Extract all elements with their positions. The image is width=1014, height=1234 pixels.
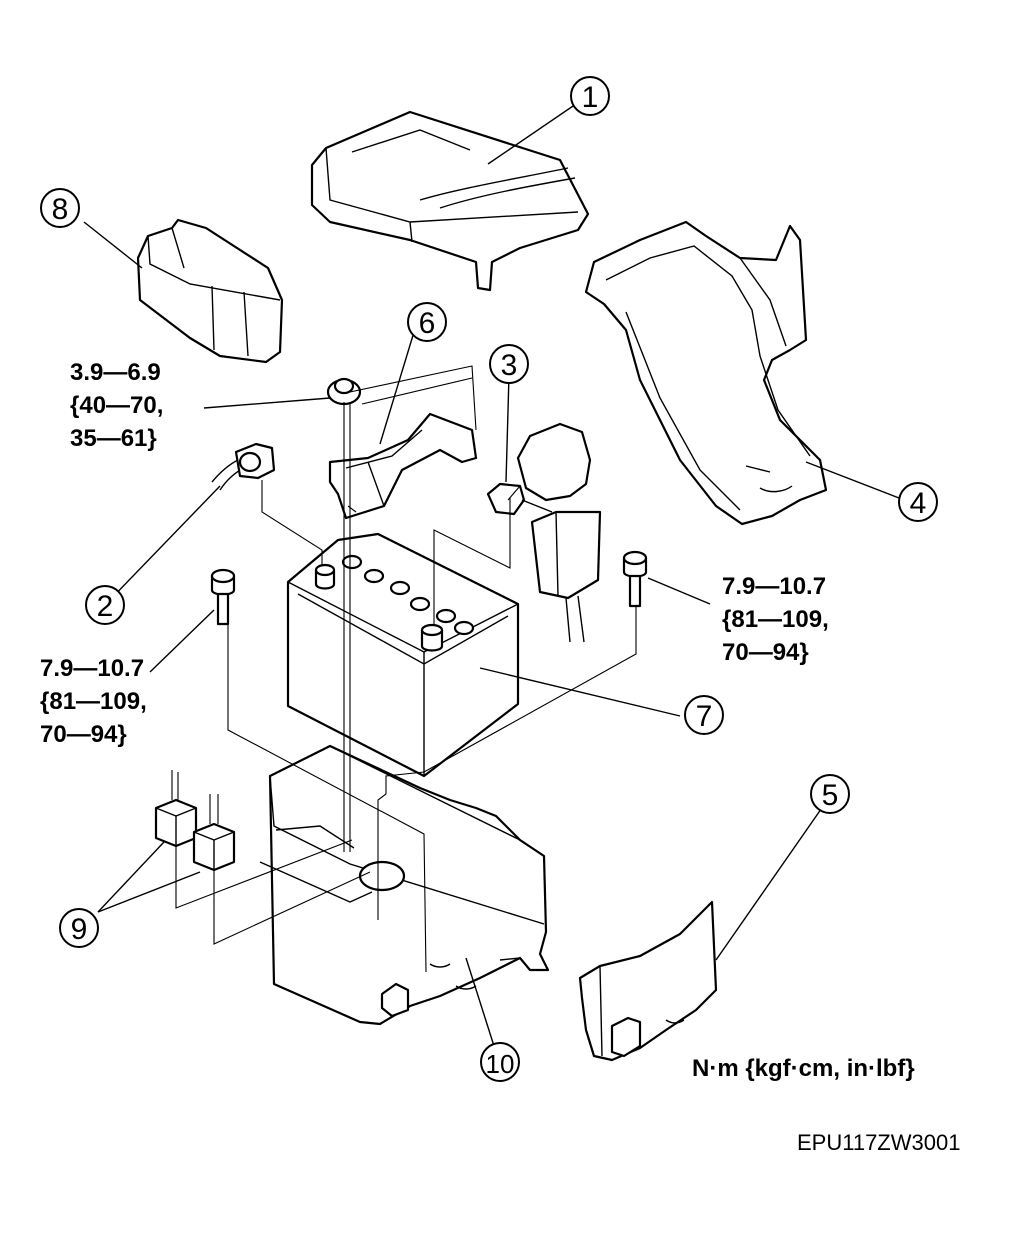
- torque-spec-bolt-right: 7.9—10.7 {81—109, 70—94}: [722, 570, 829, 669]
- battery-part: [286, 532, 520, 778]
- torque-bolt-left-line2: {81—109,: [40, 688, 147, 715]
- svg-text:8: 8: [52, 193, 69, 226]
- bolt-right: [622, 550, 648, 608]
- battery-cover-part: [310, 110, 590, 292]
- callout-4: 4: [898, 482, 938, 522]
- relays-part: [154, 770, 236, 872]
- svg-text:5: 5: [822, 779, 839, 812]
- terminal-cover-part: [136, 218, 284, 364]
- callout-3: 3: [489, 344, 529, 384]
- torque-bolt-right-line2: {81—109,: [722, 606, 829, 633]
- callout-5: 5: [810, 774, 850, 814]
- svg-text:9: 9: [71, 913, 88, 946]
- torque-nut-line2: {40—70,: [70, 392, 164, 419]
- negative-cable-part: [211, 442, 276, 491]
- svg-text:1: 1: [582, 81, 599, 114]
- leader-lines: [83, 103, 900, 1047]
- battery-clamp-part: [328, 412, 478, 520]
- torque-nut-line1: 3.9—6.9: [70, 359, 161, 386]
- assembly-lines: [175, 365, 637, 973]
- torque-bolt-left-line1: 7.9—10.7: [40, 655, 145, 682]
- torque-bolt-right-line1: 7.9—10.7: [722, 573, 827, 600]
- callout-6: 6: [407, 302, 447, 342]
- torque-bolt-right-line3: 70—94}: [722, 639, 809, 666]
- callout-7: 7: [684, 695, 724, 735]
- callout-10: 10: [480, 1042, 520, 1082]
- positive-cable-part: [486, 422, 602, 643]
- units-legend: N·m {kgf·cm, in·lbf}: [692, 1055, 915, 1082]
- figure-code: EPU117ZW3001: [797, 1130, 961, 1155]
- battery-tray-part: [259, 744, 550, 1026]
- svg-text:10: 10: [486, 1049, 515, 1079]
- torque-spec-nut: 3.9—6.9 {40—70, 35—61}: [70, 356, 163, 455]
- torque-spec-bolt-left: 7.9—10.7 {81—109, 70—94}: [40, 652, 147, 751]
- callout-1: 1: [570, 76, 610, 116]
- bracket-panel-part: [578, 900, 718, 1062]
- air-duct-part: [584, 220, 828, 526]
- svg-text:6: 6: [419, 307, 436, 340]
- callout-2: 2: [85, 585, 125, 625]
- callout-8: 8: [40, 188, 80, 228]
- svg-text:4: 4: [910, 487, 927, 520]
- callout-9: 9: [59, 908, 99, 948]
- bolt-left: [210, 568, 236, 626]
- svg-text:2: 2: [97, 590, 114, 623]
- svg-text:7: 7: [696, 700, 713, 733]
- svg-text:3: 3: [501, 349, 518, 382]
- clamp-nut: [326, 377, 362, 406]
- torque-bolt-left-line3: 70—94}: [40, 721, 127, 748]
- torque-nut-line3: 35—61}: [70, 425, 157, 452]
